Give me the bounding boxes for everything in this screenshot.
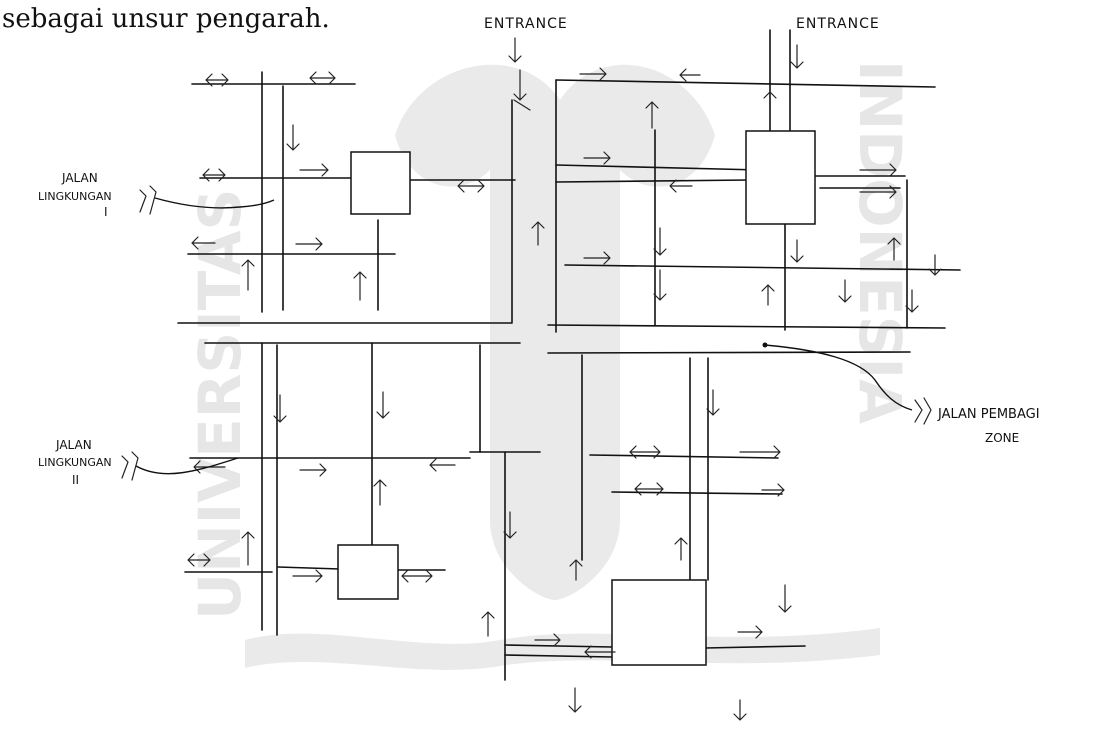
label-line: LINGKUNGAN — [38, 190, 112, 203]
main-road — [548, 352, 910, 353]
arrow-down-icon — [274, 395, 286, 422]
arrow-right-icon — [402, 570, 432, 582]
arrow-right-icon — [300, 164, 328, 176]
arrow-down-icon — [287, 125, 299, 150]
entrance-label-left: ENTRANCE — [484, 16, 568, 62]
arrow-down-icon — [791, 240, 803, 262]
label-bracket-icon — [140, 186, 156, 214]
arrow-right-icon — [740, 446, 780, 458]
building-block — [746, 131, 815, 224]
label-line: LINGKUNGAN — [38, 456, 112, 469]
entrance-label-right: ENTRANCE — [796, 16, 880, 32]
arrow-right-icon — [296, 238, 322, 250]
building-block — [612, 580, 706, 665]
arrow-up-icon — [675, 538, 687, 560]
entrance-arrow-icon — [509, 38, 521, 62]
arrow-right-icon — [293, 570, 322, 582]
arrow-up-icon — [482, 612, 494, 636]
arrow-down-icon — [929, 255, 941, 275]
arrow-left-icon — [680, 69, 700, 81]
intro-text: sebagai unsur pengarah. — [2, 4, 330, 34]
label-line: JALAN PEMBAGI — [937, 407, 1040, 422]
arrow-right-icon — [300, 464, 326, 476]
arrow-up-icon — [762, 285, 774, 305]
building-block — [338, 545, 398, 599]
arrow-left-icon — [203, 169, 225, 181]
entrance-right-label: ENTRANCE — [796, 16, 880, 32]
arrow-right-icon — [738, 626, 762, 638]
arrow-up-icon — [374, 480, 386, 505]
arrow-down-icon — [791, 45, 803, 68]
arrow-up-icon — [764, 92, 776, 115]
label-line: ZONE — [985, 431, 1019, 445]
building-block — [351, 152, 410, 214]
arrow-left-icon — [430, 459, 455, 471]
arrow-down-icon — [779, 585, 791, 612]
label-bracket-icon — [915, 398, 931, 424]
label-line: II — [72, 473, 79, 487]
arrow-right-icon — [310, 72, 335, 84]
arrow-down-icon — [734, 700, 746, 720]
label-line: JALAN — [55, 438, 92, 452]
road — [278, 567, 340, 569]
label-line: JALAN — [61, 171, 98, 185]
entrance-left-label: ENTRANCE — [484, 16, 568, 32]
label-line: I — [104, 205, 108, 219]
arrow-up-icon — [354, 272, 366, 300]
label-bracket-icon — [122, 452, 138, 480]
watermark-right-text: INDONESIA — [846, 60, 914, 424]
arrow-down-icon — [377, 392, 389, 418]
arrow-down-icon — [569, 688, 581, 712]
